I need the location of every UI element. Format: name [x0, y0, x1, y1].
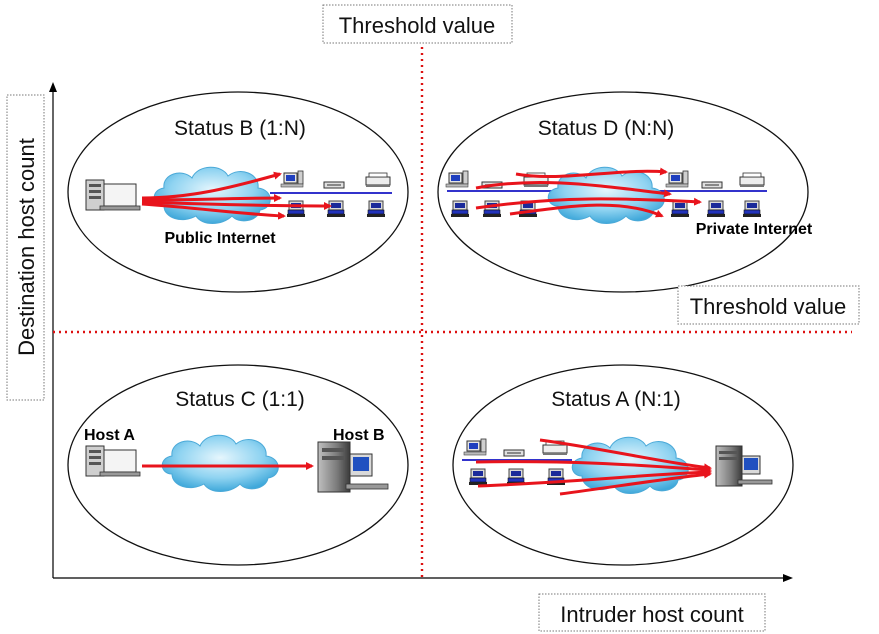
- printer-icon: [739, 172, 765, 188]
- host-a-label: Host A: [84, 427, 135, 444]
- desktop-pc-icon: [665, 170, 689, 188]
- hub-icon: [323, 181, 345, 189]
- x-axis-label: Intruder host count: [560, 602, 743, 627]
- cloud-icon: [161, 434, 279, 492]
- hub-icon: [503, 449, 525, 457]
- workstation-icon: [366, 200, 386, 218]
- y-axis-label-box: [6, 94, 45, 401]
- hub-icon: [701, 181, 723, 189]
- threshold-right-box: [677, 285, 860, 325]
- workstation-icon: [706, 200, 726, 218]
- desktop-pc-icon: [280, 170, 304, 188]
- status-d-title: Status D (N:N): [538, 117, 675, 140]
- workstation-icon: [450, 200, 470, 218]
- threshold-right-label: Threshold value: [690, 294, 847, 319]
- status-b-caption: Public Internet: [164, 230, 276, 247]
- server-icon: [85, 445, 141, 477]
- tower-pc-icon: [715, 445, 773, 487]
- status-b-ellipse: [67, 91, 409, 293]
- workstation-icon: [482, 200, 502, 218]
- status-a-title: Status A (N:1): [551, 388, 681, 411]
- x-axis-label-box: [538, 593, 766, 632]
- threshold-top-box: [322, 4, 513, 44]
- server-icon: [85, 179, 141, 211]
- status-d-network: [445, 166, 767, 224]
- workstation-icon: [468, 468, 488, 486]
- status-b-title: Status B (1:N): [174, 117, 306, 140]
- tower-pc-icon: [317, 441, 389, 493]
- status-a-ellipse: [452, 364, 794, 566]
- status-d-caption: Private Internet: [696, 221, 813, 238]
- status-b-network: [85, 166, 392, 224]
- desktop-pc-icon: [445, 170, 469, 188]
- host-b-label: Host B: [333, 427, 385, 444]
- status-c-title: Status C (1:1): [175, 388, 305, 411]
- desktop-pc-icon: [463, 438, 487, 456]
- workstation-icon: [286, 200, 306, 218]
- status-c-ellipse: [67, 364, 409, 566]
- workstation-icon: [742, 200, 762, 218]
- status-d-ellipse: [437, 91, 809, 293]
- printer-icon: [365, 172, 391, 188]
- threshold-top-label: Threshold value: [339, 13, 496, 38]
- workstation-icon: [670, 200, 690, 218]
- x-axis-arrow-icon: [783, 574, 793, 582]
- y-axis-arrow-icon: [49, 82, 57, 92]
- status-c-network: [85, 434, 389, 493]
- y-axis-label: Destination host count: [14, 138, 39, 356]
- status-a-network: [462, 436, 773, 496]
- workstation-icon: [326, 200, 346, 218]
